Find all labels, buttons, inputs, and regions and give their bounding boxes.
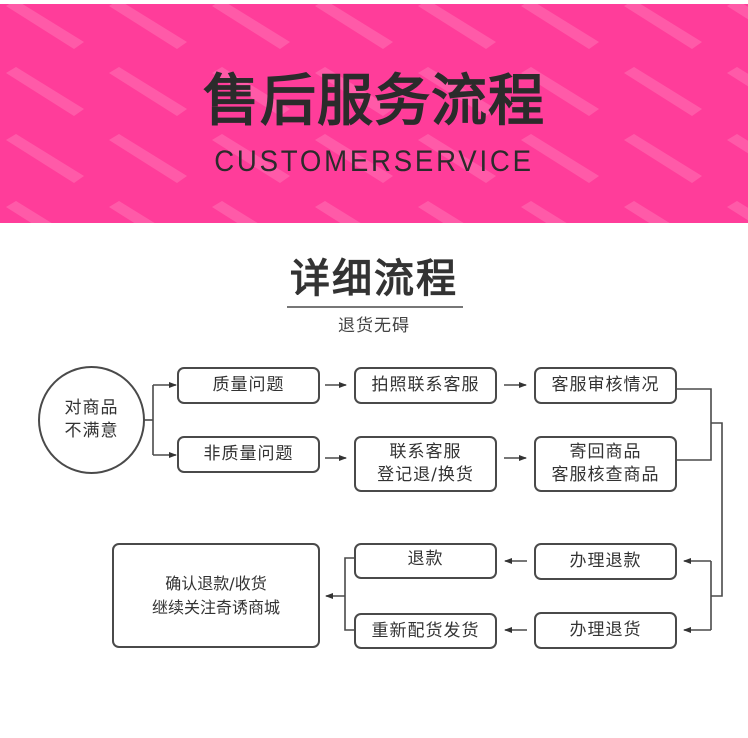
node-refund: 退款: [354, 543, 497, 579]
banner-title: 售后服务流程: [203, 69, 545, 134]
node-return-goods-line1: 寄回商品: [569, 442, 642, 462]
node-photo-contact: 拍照联系客服: [354, 367, 497, 404]
node-refund-label: 退款: [407, 549, 444, 569]
node-return-goods: 寄回商品 客服核查商品: [534, 436, 677, 492]
node-contact-register-line1: 联系客服: [389, 442, 462, 462]
node-quality-issue-label: 质量问题: [212, 375, 285, 395]
node-final-line1: 确认退款/收货: [165, 573, 267, 593]
start-node-dissatisfied: 对商品 不满意: [38, 366, 145, 474]
node-review: 客服审核情况: [534, 367, 677, 404]
node-final: 确认退款/收货 继续关注奇诱商城: [112, 543, 320, 648]
connector-left-merge: [344, 557, 354, 631]
section-subtitle: 退货无碍: [338, 316, 410, 336]
start-node-line1: 对商品: [64, 398, 119, 418]
header-banner: 售后服务流程 CUSTOMERSERVICE: [0, 4, 748, 223]
node-process-return: 办理退货: [534, 612, 677, 649]
node-process-return-label: 办理退货: [569, 620, 642, 640]
node-return-goods-line2: 客服核查商品: [551, 465, 660, 485]
node-quality-issue: 质量问题: [177, 367, 320, 404]
start-node-line2: 不满意: [64, 421, 119, 441]
node-contact-register-line2: 登记退/换货: [377, 465, 474, 485]
node-reship: 重新配货发货: [354, 613, 497, 649]
node-process-refund-label: 办理退款: [569, 551, 642, 571]
node-non-quality-issue-label: 非质量问题: [203, 444, 294, 464]
node-review-label: 客服审核情况: [551, 375, 660, 395]
node-final-line2: 继续关注奇诱商城: [151, 597, 280, 617]
section-title: 详细流程: [290, 256, 458, 302]
section-divider: [287, 306, 463, 308]
connector-right-down: [711, 422, 723, 597]
banner-subtitle: CUSTOMERSERVICE: [214, 145, 534, 178]
node-non-quality-issue: 非质量问题: [177, 436, 320, 473]
node-photo-contact-label: 拍照联系客服: [371, 375, 480, 395]
connector-right-merge: [676, 388, 712, 461]
node-reship-label: 重新配货发货: [371, 620, 480, 641]
banner-stripes-background: [0, 4, 748, 223]
node-process-refund: 办理退款: [534, 543, 677, 580]
node-contact-register: 联系客服 登记退/换货: [354, 436, 497, 492]
